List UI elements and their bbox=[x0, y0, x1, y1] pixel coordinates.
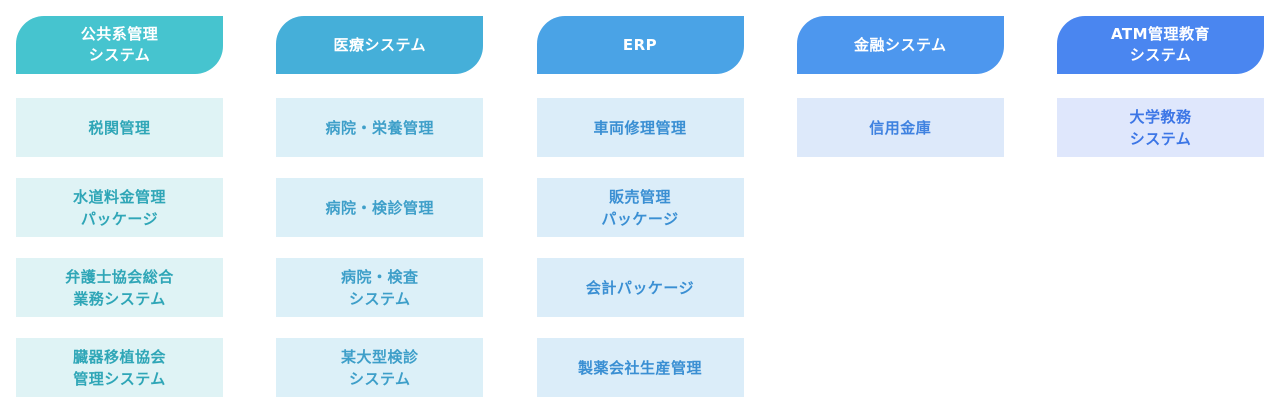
item-customs-management: 税関管理 bbox=[16, 98, 223, 157]
item-list-finance: 信用金庫 bbox=[796, 98, 1004, 157]
item-list-erp: 車両修理管理 販売管理 パッケージ 会計パッケージ 製薬会社生産管理 bbox=[536, 98, 744, 397]
category-header-erp: ERP bbox=[536, 16, 744, 74]
item-hospital-checkup: 病院・検診管理 bbox=[276, 178, 484, 237]
item-accounting-package: 会計パッケージ bbox=[536, 258, 744, 317]
category-header-finance: 金融システム bbox=[796, 16, 1004, 74]
column-public-systems: 公共系管理 システム 税関管理 水道料金管理 パッケージ 弁護士協会総合 業務シ… bbox=[16, 16, 223, 397]
item-list-public: 税関管理 水道料金管理 パッケージ 弁護士協会総合 業務システム 臓器移植協会 … bbox=[16, 98, 223, 397]
system-category-grid: 公共系管理 システム 税関管理 水道料金管理 パッケージ 弁護士協会総合 業務シ… bbox=[16, 16, 1264, 397]
item-organ-transplant-system: 臓器移植協会 管理システム bbox=[16, 338, 223, 397]
column-medical-systems: 医療システム 病院・栄養管理 病院・検診管理 病院・検査 システム 某大型検診 … bbox=[276, 16, 484, 397]
item-sales-management-package: 販売管理 パッケージ bbox=[536, 178, 744, 237]
item-hospital-nutrition: 病院・栄養管理 bbox=[276, 98, 484, 157]
item-university-academic-system: 大学教務 システム bbox=[1057, 98, 1264, 157]
item-water-billing-package: 水道料金管理 パッケージ bbox=[16, 178, 223, 237]
item-vehicle-repair: 車両修理管理 bbox=[536, 98, 744, 157]
category-header-public: 公共系管理 システム bbox=[16, 16, 223, 74]
item-hospital-inspection-system: 病院・検査 システム bbox=[276, 258, 484, 317]
column-finance-systems: 金融システム 信用金庫 bbox=[796, 16, 1004, 397]
column-erp: ERP 車両修理管理 販売管理 パッケージ 会計パッケージ 製薬会社生産管理 bbox=[536, 16, 744, 397]
item-bar-association-system: 弁護士協会総合 業務システム bbox=[16, 258, 223, 317]
item-pharma-production: 製薬会社生産管理 bbox=[536, 338, 744, 397]
item-list-medical: 病院・栄養管理 病院・検診管理 病院・検査 システム 某大型検診 システム bbox=[276, 98, 484, 397]
category-header-atm-education: ATM管理教育 システム bbox=[1057, 16, 1264, 74]
column-atm-education-systems: ATM管理教育 システム 大学教務 システム bbox=[1057, 16, 1264, 397]
item-large-checkup-system: 某大型検診 システム bbox=[276, 338, 484, 397]
item-credit-union: 信用金庫 bbox=[796, 98, 1004, 157]
item-list-atm-education: 大学教務 システム bbox=[1057, 98, 1264, 157]
category-header-medical: 医療システム bbox=[276, 16, 484, 74]
